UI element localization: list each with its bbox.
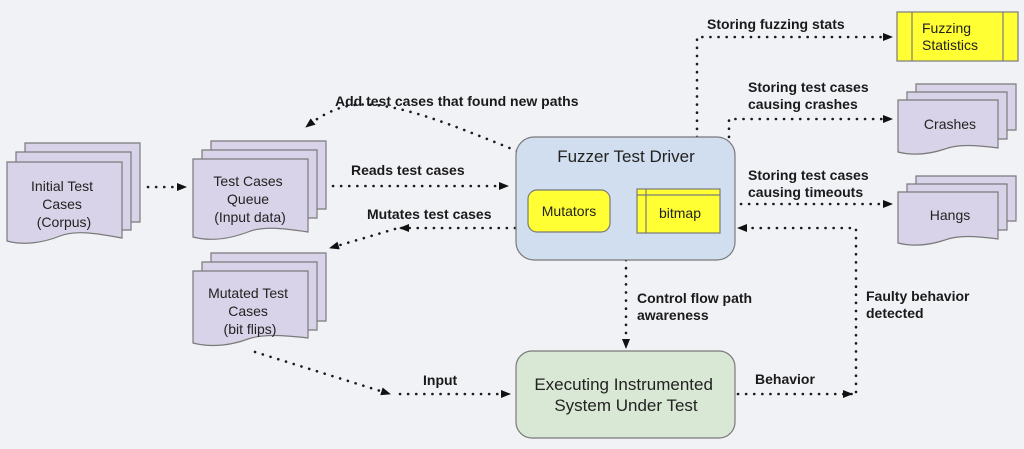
edge-label-reads: Reads test cases	[351, 162, 465, 178]
edge-label-timeouts: Storing test cases causing timeouts	[748, 167, 873, 200]
edge-input: Input	[253, 350, 512, 398]
node-label: Fuzzing Statistics	[922, 20, 978, 53]
node-initial-test-cases[interactable]: Initial Test Cases (Corpus)	[6, 142, 141, 244]
edge-label-add-paths: Add test cases that found new paths	[335, 93, 579, 109]
edge-storing-crashes: Storing test cases causing crashes	[727, 79, 894, 147]
edge-label-input: Input	[423, 372, 458, 388]
edge-storing-stats: Storing fuzzing stats	[695, 16, 894, 139]
node-hangs[interactable]: Hangs	[897, 175, 1017, 246]
edge-label-faulty: Faulty behavior detected	[866, 288, 973, 321]
node-system-under-test[interactable]: Executing Instrumented System Under Test	[515, 350, 736, 439]
node-mutated-test-cases[interactable]: Mutated Test Cases (bit flips)	[192, 252, 327, 347]
edge-reads-test-cases: Reads test cases	[331, 162, 510, 190]
node-test-cases-queue[interactable]: Test Cases Queue (Input data)	[192, 140, 327, 240]
node-label: Crashes	[924, 116, 976, 132]
edge-mutates-test-cases: Mutates test cases	[328, 206, 517, 250]
edge-behavior: Behavior	[736, 371, 854, 398]
node-label: Executing Instrumented System Under Test	[534, 375, 717, 415]
edge-label-mutates: Mutates test cases	[367, 206, 492, 222]
edge-storing-timeouts: Storing test cases causing timeouts	[739, 167, 894, 208]
edge-label-behavior: Behavior	[755, 371, 815, 387]
edge-label-control: Control flow path awareness	[637, 290, 756, 323]
node-fuzzer-test-driver[interactable]: Fuzzer Test Driver Mutators bitmap	[515, 136, 736, 261]
edge-add-new-paths: Add test cases that found new paths	[304, 93, 579, 153]
node-label: bitmap	[659, 205, 701, 221]
node-label: Mutated Test Cases (bit flips)	[208, 285, 292, 337]
edge-faulty-behavior: Faulty behavior detected	[736, 224, 973, 394]
edge-control-flow: Control flow path awareness	[622, 258, 756, 350]
node-crashes[interactable]: Crashes	[897, 83, 1017, 155]
node-fuzzing-statistics[interactable]: Fuzzing Statistics	[896, 11, 1019, 62]
node-label: Hangs	[930, 207, 970, 223]
node-label: Mutators	[542, 203, 596, 219]
node-mutators[interactable]: Mutators	[527, 189, 611, 233]
node-label: Initial Test Cases (Corpus)	[31, 178, 97, 230]
node-label: Test Cases Queue (Input data)	[213, 173, 286, 225]
edge-label-crashes: Storing test cases causing crashes	[748, 79, 873, 112]
node-bitmap[interactable]: bitmap	[636, 188, 721, 234]
node-label: Fuzzer Test Driver	[557, 147, 695, 166]
edge-label-stats: Storing fuzzing stats	[707, 16, 845, 32]
